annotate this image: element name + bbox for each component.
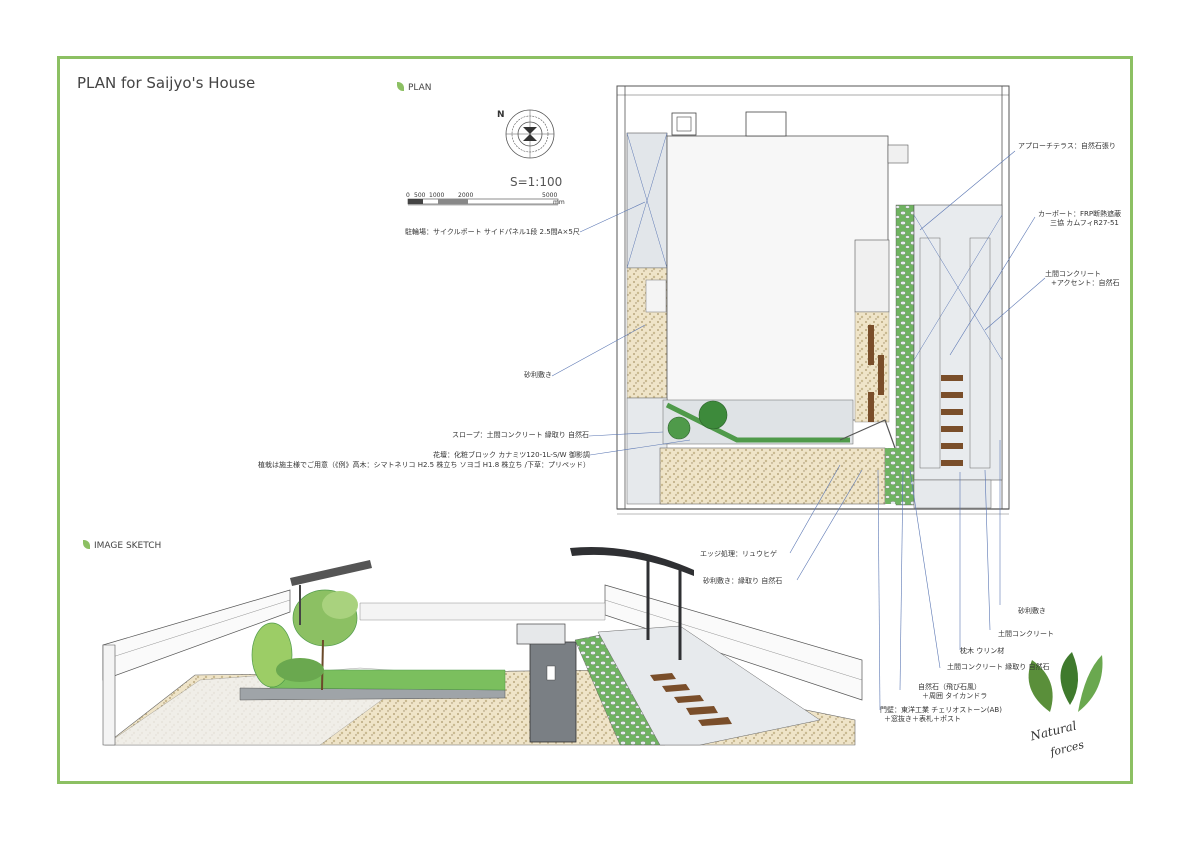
label-edge: エッジ処理：リュウヒゲ <box>700 550 777 558</box>
sketch-heading: IMAGE SKETCH <box>94 541 162 551</box>
label-concrete-accent-line1: 土間コンクリート <box>1045 270 1101 278</box>
scale-bar <box>407 198 559 206</box>
label-concrete-accent: 土間コンクリート +アクセント：自然石 <box>1045 270 1120 288</box>
label-approach-terrace: アプローチテラス：自然石張り <box>1018 142 1116 150</box>
leaf-icon <box>397 82 404 91</box>
label-planting: 植栽は施主様でご用意（《例》高木：シマトネリコ H2.5 株立ち ソヨゴ H1.… <box>258 461 590 469</box>
sketch-section-label: IMAGE SKETCH <box>83 540 161 551</box>
label-stone: 自然石（飛び石風） ＋周囲 タイカンドラ <box>918 683 987 701</box>
label-carport-line1: カーポート：FRP断熱遮蔽 <box>1038 210 1122 218</box>
label-stone-line2: ＋周囲 タイカンドラ <box>922 692 988 700</box>
label-bicycle-port: 駐輪場：サイクルポート サイドパネル1段 2.5間A×5尺 <box>405 228 580 236</box>
scale-tick: 500 <box>414 192 426 199</box>
label-gravel-left: 砂利敷き <box>524 371 552 379</box>
scale-tick: 2000 <box>458 192 474 199</box>
leaf-logo-icon <box>1028 652 1103 712</box>
page-title: PLAN for Saijyo's House <box>77 74 256 92</box>
plan-section-label: PLAN <box>397 82 432 93</box>
scale-unit: mm <box>553 199 565 206</box>
north-label: N <box>497 110 505 120</box>
label-carport-line2: 三協 カムフィR27-51 <box>1050 219 1119 227</box>
label-slope: スロープ：土間コンクリート 縁取り 自然石 <box>452 431 590 439</box>
scale-tick: 0 <box>406 192 410 199</box>
plan-heading: PLAN <box>408 83 432 93</box>
label-gate-line1: 門壁：東洋工業 チェリオストーン(AB) <box>880 706 1002 714</box>
label-flowerbed: 花壇：化粧ブロック カナミツ120-1L-S/W 御影調 <box>433 451 590 459</box>
page-frame <box>57 56 1133 784</box>
label-gravel-right: 砂利敷き <box>1018 607 1046 615</box>
scale-tick: 5000 <box>542 192 558 199</box>
label-carport: カーポート：FRP断熱遮蔽 三協 カムフィR27-51 <box>1038 210 1121 228</box>
label-sleeper: 枕木 ウリン材 <box>960 647 1005 655</box>
scale-tick: 1000 <box>429 192 445 199</box>
label-concrete-edge: 土間コンクリート 縁取り 自然石 <box>947 663 1050 671</box>
compass-icon <box>505 109 555 159</box>
label-concrete-right: 土間コンクリート <box>998 630 1054 638</box>
leaf-icon <box>83 540 90 549</box>
image-sketch <box>102 546 863 746</box>
scale-ratio: S=1:100 <box>510 175 563 189</box>
site-plan <box>551 85 1046 711</box>
label-concrete-accent-line2: +アクセント：自然石 <box>1051 279 1120 287</box>
label-gate: 門壁：東洋工業 チェリオストーン(AB) ＋窓抜き＋表札＋ポスト <box>880 706 1002 724</box>
label-stone-line1: 自然石（飛び石風） <box>918 683 981 691</box>
label-gate-line2: ＋窓抜き＋表札＋ポスト <box>884 715 961 723</box>
label-gravel-edge: 砂利敷き：縁取り 自然石 <box>703 577 783 585</box>
